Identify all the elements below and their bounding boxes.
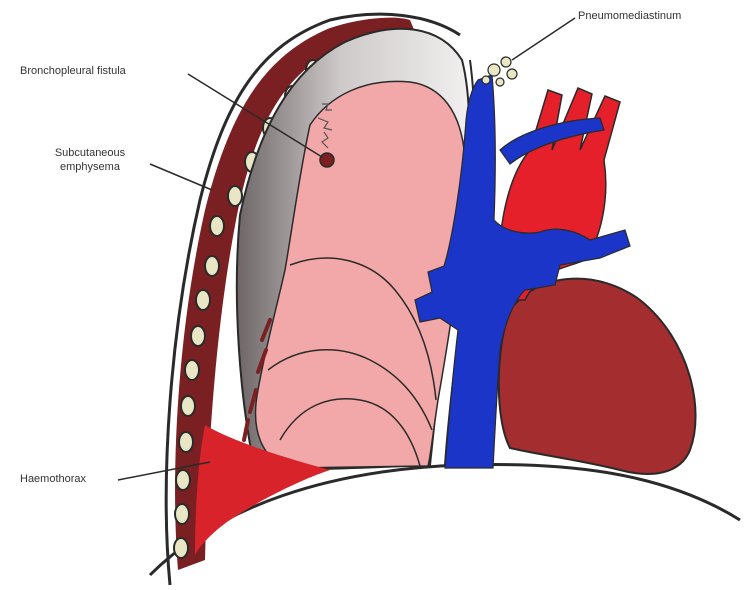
leader-pneumomediastinum [512,18,575,60]
bubble-cluster-icon [482,57,517,86]
label-subcutaneous-line2: emphysema [20,160,160,174]
label-subcutaneous-emphysema: Subcutaneous emphysema [20,146,160,174]
heart [499,279,696,474]
label-subcutaneous-line1: Subcutaneous [20,146,160,160]
label-bronchopleural-fistula: Bronchopleural fistula [20,64,126,78]
label-haemothorax: Haemothorax [20,472,86,486]
label-pneumomediastinum: Pneumomediastinum [578,9,681,23]
